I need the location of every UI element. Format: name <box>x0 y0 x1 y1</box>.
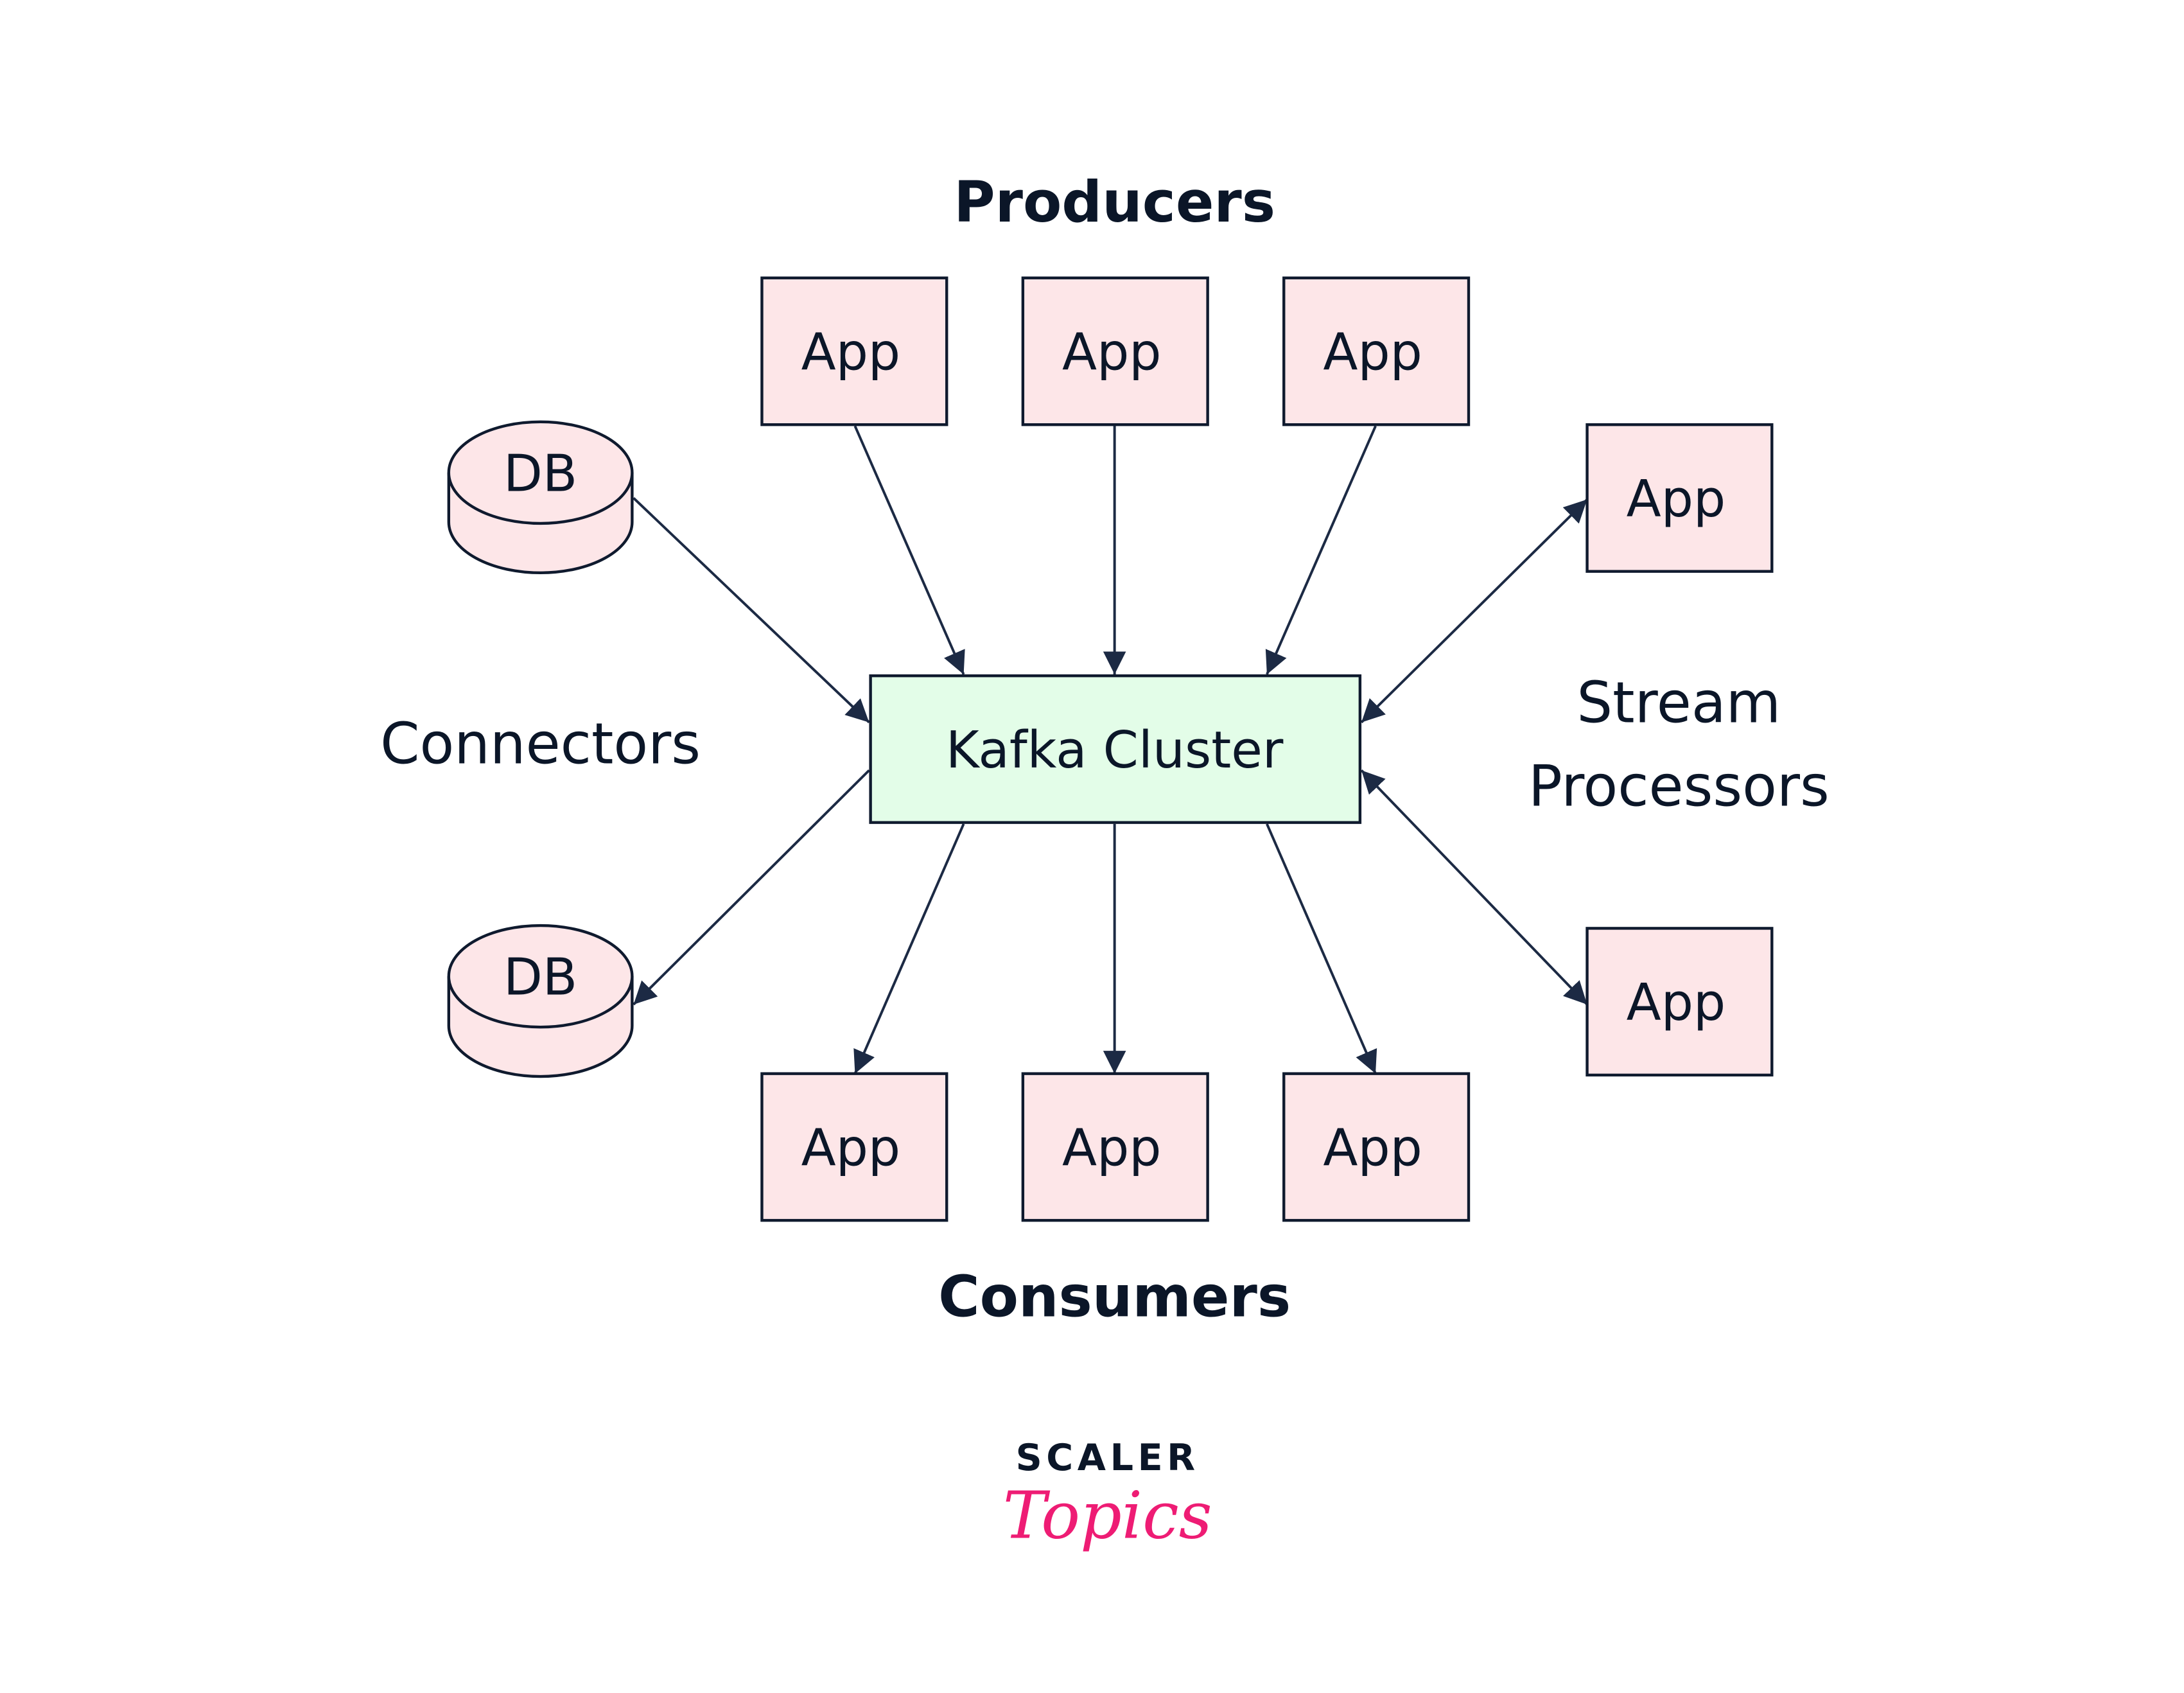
consumer-app-node[interactable]: App <box>760 1072 948 1222</box>
stream-processors-heading-line1: Stream <box>1577 670 1781 736</box>
app-label: App <box>801 1118 901 1177</box>
consumer-app-node[interactable]: App <box>1021 1072 1209 1222</box>
producers-heading: Producers <box>954 169 1275 235</box>
logo-scaler-text: SCALER <box>1016 1437 1200 1479</box>
app-label: App <box>1062 323 1162 382</box>
edge-stream-1 <box>1360 498 1588 724</box>
connectors-heading: Connectors <box>380 710 701 776</box>
edge-producer-3 <box>1265 425 1377 675</box>
scaler-topics-logo: SCALER Topics <box>1003 1437 1212 1553</box>
app-label: App <box>801 323 901 382</box>
db-label: DB <box>503 444 577 503</box>
producer-app-node[interactable]: App <box>1282 276 1471 426</box>
stream-processor-app-node[interactable]: App <box>1586 927 1774 1077</box>
edge-stream-2 <box>1360 769 1588 1006</box>
edge-consumer-1 <box>853 823 965 1075</box>
app-label: App <box>1627 469 1726 529</box>
app-label: App <box>1323 1118 1422 1177</box>
edges <box>633 423 1588 1075</box>
app-label: App <box>1323 323 1422 382</box>
app-label: App <box>1627 973 1726 1032</box>
kafka-cluster-node[interactable]: Kafka Cluster <box>869 674 1362 824</box>
edge-consumer-3 <box>1266 823 1377 1075</box>
edge-db-in <box>633 496 870 724</box>
db-connector-node[interactable]: DB <box>447 420 634 575</box>
edge-producer-1 <box>853 425 965 675</box>
db-label: DB <box>503 948 577 1007</box>
stream-processor-app-node[interactable]: App <box>1586 423 1774 573</box>
db-connector-node[interactable]: DB <box>447 924 634 1078</box>
app-label: App <box>1062 1118 1162 1177</box>
stream-processors-heading-line2: Processors <box>1528 753 1830 819</box>
producer-app-node[interactable]: App <box>1021 276 1209 426</box>
kafka-cluster-label: Kafka Cluster <box>946 721 1284 780</box>
producer-app-node[interactable]: App <box>760 276 948 426</box>
consumer-app-node[interactable]: App <box>1282 1072 1471 1222</box>
consumers-heading: Consumers <box>938 1263 1291 1329</box>
edge-db-out <box>633 769 870 1006</box>
logo-topics-text: Topics <box>1003 1477 1212 1553</box>
